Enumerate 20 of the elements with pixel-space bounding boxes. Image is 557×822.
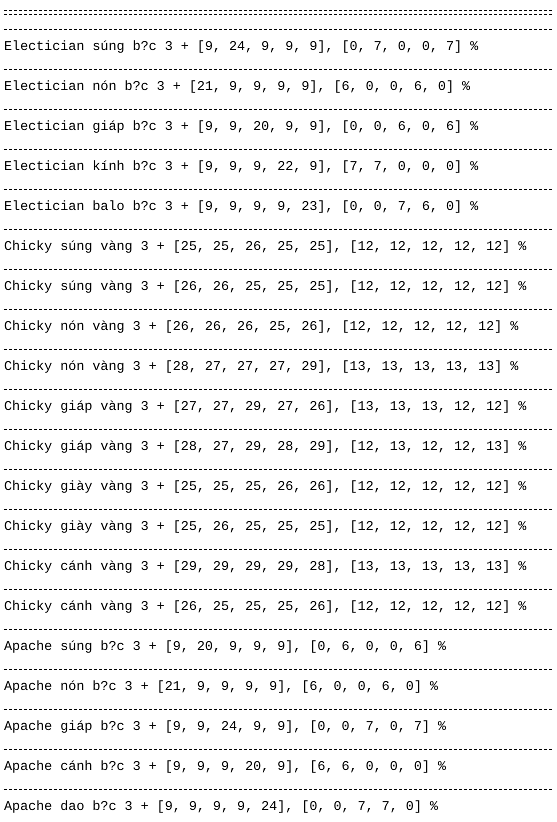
stat-line: Electician kính b?c 3 + [9, 9, 9, 22, 9], [7, 7, 0, 0, 0] % (4, 160, 478, 176)
stat-line: Chicky cánh vàng 3 + [26, 25, 25, 25, 26], [12, 12, 12, 12, 12] % (4, 600, 526, 616)
stat-line: Chicky nón vàng 3 + [26, 26, 26, 25, 26], [12, 12, 12, 12, 12] % (4, 320, 518, 336)
stat-line: Chicky giày vàng 3 + [25, 26, 25, 25, 25], [12, 12, 12, 12, 12] % (4, 520, 526, 536)
stat-line: Chicky giày vàng 3 + [25, 25, 25, 26, 26], [12, 12, 12, 12, 12] % (4, 480, 526, 496)
stat-line: Electician giáp b?c 3 + [9, 9, 20, 9, 9], [0, 0, 6, 0, 6] % (4, 120, 478, 136)
stat-line: Chicky nón vàng 3 + [28, 27, 27, 27, 29], [13, 13, 13, 13, 13] % (4, 360, 518, 376)
stat-line: Apache nón b?c 3 + [21, 9, 9, 9, 9], [6, 0, 0, 6, 0] % (4, 680, 438, 696)
stat-line: Chicky giáp vàng 3 + [28, 27, 29, 28, 29], [12, 13, 12, 12, 13] % (4, 440, 526, 456)
stat-line: Electician súng b?c 3 + [9, 24, 9, 9, 9], [0, 7, 0, 0, 7] % (4, 40, 478, 56)
stat-line: Apache súng b?c 3 + [9, 20, 9, 9, 9], [0, 6, 0, 0, 6] % (4, 640, 446, 656)
stat-line: Chicky giáp vàng 3 + [27, 27, 29, 27, 26], [13, 13, 13, 12, 12] % (4, 400, 526, 416)
stat-line: Chicky súng vàng 3 + [26, 26, 25, 25, 25], [12, 12, 12, 12, 12] % (4, 280, 526, 296)
stat-line: Electician balo b?c 3 + [9, 9, 9, 9, 23], [0, 0, 7, 6, 0] % (4, 200, 478, 216)
stat-line: Apache dao b?c 3 + [9, 9, 9, 9, 24], [0, 0, 7, 7, 0] % (4, 800, 438, 816)
stat-line: Chicky cánh vàng 3 + [29, 29, 29, 29, 28], [13, 13, 13, 13, 13] % (4, 560, 526, 576)
stat-line: Apache giáp b?c 3 + [9, 9, 24, 9, 9], [0, 0, 7, 0, 7] % (4, 720, 446, 736)
stat-line: Electician nón b?c 3 + [21, 9, 9, 9, 9], [6, 0, 0, 6, 0] % (4, 80, 470, 96)
stat-line: Apache cánh b?c 3 + [9, 9, 9, 20, 9], [6, 6, 0, 0, 0] % (4, 760, 446, 776)
stat-line: Chicky súng vàng 3 + [25, 25, 26, 25, 25], [12, 12, 12, 12, 12] % (4, 240, 526, 256)
